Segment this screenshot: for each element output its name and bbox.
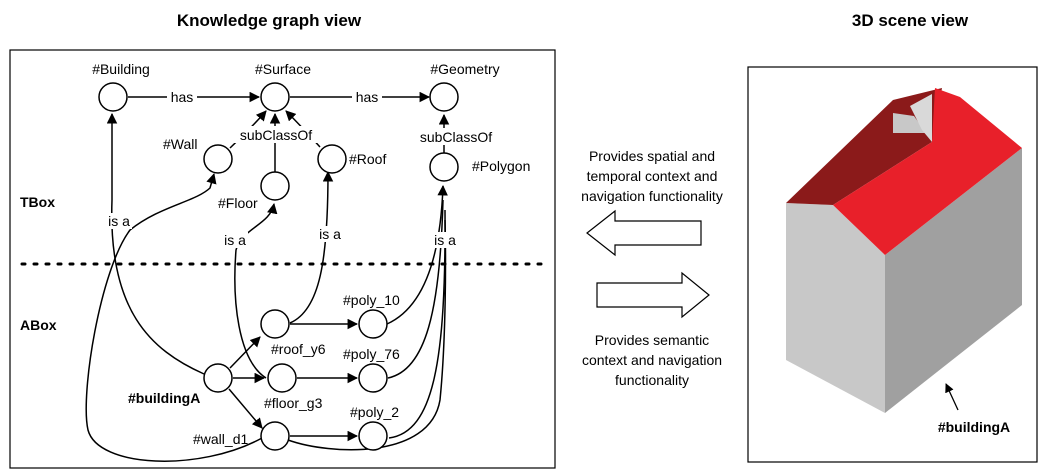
label-roofy6: #roof_y6 — [271, 341, 326, 357]
node-poly2 — [358, 421, 388, 451]
label-poly10: #poly_10 — [343, 292, 400, 308]
label-geometry: #Geometry — [430, 61, 499, 77]
arrow-to-graph — [586, 209, 702, 257]
label-roof: #Roof — [349, 151, 386, 167]
edge-label-has-2: has — [356, 89, 379, 105]
arrow-to-scene — [596, 271, 710, 319]
node-poly10 — [358, 309, 388, 339]
edge-label-is-a-1: is a — [108, 213, 130, 229]
label-floorg3: #floor_g3 — [264, 395, 323, 411]
edge-label-subclassof-geometry: subClassOf — [420, 129, 492, 145]
edge-walld1-is-a-wall — [85, 172, 263, 462]
is-a-edges — [85, 112, 448, 462]
arrow-text-to-scene-2: context and navigation — [582, 352, 722, 368]
label-poly76: #poly_76 — [343, 346, 400, 362]
edge-floorg3-is-a-floor — [234, 202, 278, 379]
scene-label-buildinga: #buildingA — [938, 419, 1010, 435]
node-wall — [203, 144, 233, 174]
label-poly2: #poly_2 — [350, 404, 399, 420]
label-wall: #Wall — [163, 136, 198, 152]
abox-nodes — [203, 309, 388, 451]
arrow-text-to-graph-1: Provides spatial and — [589, 148, 715, 164]
abox-label: ABox — [20, 317, 57, 333]
node-walld1 — [260, 421, 290, 451]
node-polygon — [429, 152, 459, 182]
building-left-wall — [786, 203, 885, 413]
node-poly76 — [358, 363, 388, 393]
label-polygon: #Polygon — [472, 158, 530, 174]
node-buildinga — [203, 363, 233, 393]
knowledge-graph-panel — [9, 49, 556, 469]
knowledge-graph-heading: Knowledge graph view — [177, 11, 362, 30]
label-floor: #Floor — [218, 195, 258, 211]
edge-label-is-a-2: is a — [224, 232, 246, 248]
label-building: #Building — [92, 61, 150, 77]
node-floorg3 — [267, 363, 297, 393]
scene-pointer — [945, 383, 959, 411]
edge-buildinga-walld1 — [228, 388, 263, 429]
edge-poly2-is-a-polygon — [388, 209, 446, 439]
node-floor — [260, 171, 290, 201]
node-geometry — [429, 82, 459, 112]
edge-poly10-is-a-polygon — [386, 184, 448, 325]
tbox-nodes — [98, 82, 459, 201]
building-right-wall — [885, 148, 1022, 413]
tbox-label: TBox — [20, 194, 55, 210]
edge-label-has-1: has — [171, 89, 194, 105]
arrow-text-to-graph-3: navigation functionality — [581, 188, 723, 204]
edge-walld1-extra — [287, 219, 447, 451]
label-walld1: #wall_d1 — [193, 431, 248, 447]
edge-buildinga-roofy6 — [229, 336, 261, 369]
node-roof — [317, 144, 347, 174]
edge-label-subclassof-surface: subClassOf — [240, 127, 312, 143]
arrow-text-to-scene-1: Provides semantic — [595, 332, 709, 348]
label-buildinga: #buildingA — [128, 390, 200, 406]
building-roof-red — [833, 88, 1022, 255]
edge-label-is-a-4: is a — [434, 232, 456, 248]
label-surface: #Surface — [255, 61, 311, 77]
scene-heading: 3D scene view — [852, 11, 969, 30]
edge-label-is-a-3: is a — [319, 226, 341, 242]
node-roofy6 — [260, 309, 290, 339]
abox-edges — [228, 318, 359, 442]
arrow-text-to-graph-2: temporal context and — [587, 168, 718, 184]
node-surface — [260, 82, 290, 112]
building-3d-model — [786, 88, 1022, 413]
edge-roofy6-is-a-roof — [289, 170, 334, 324]
node-building — [98, 82, 128, 112]
arrow-text-to-scene-3: functionality — [615, 372, 689, 388]
